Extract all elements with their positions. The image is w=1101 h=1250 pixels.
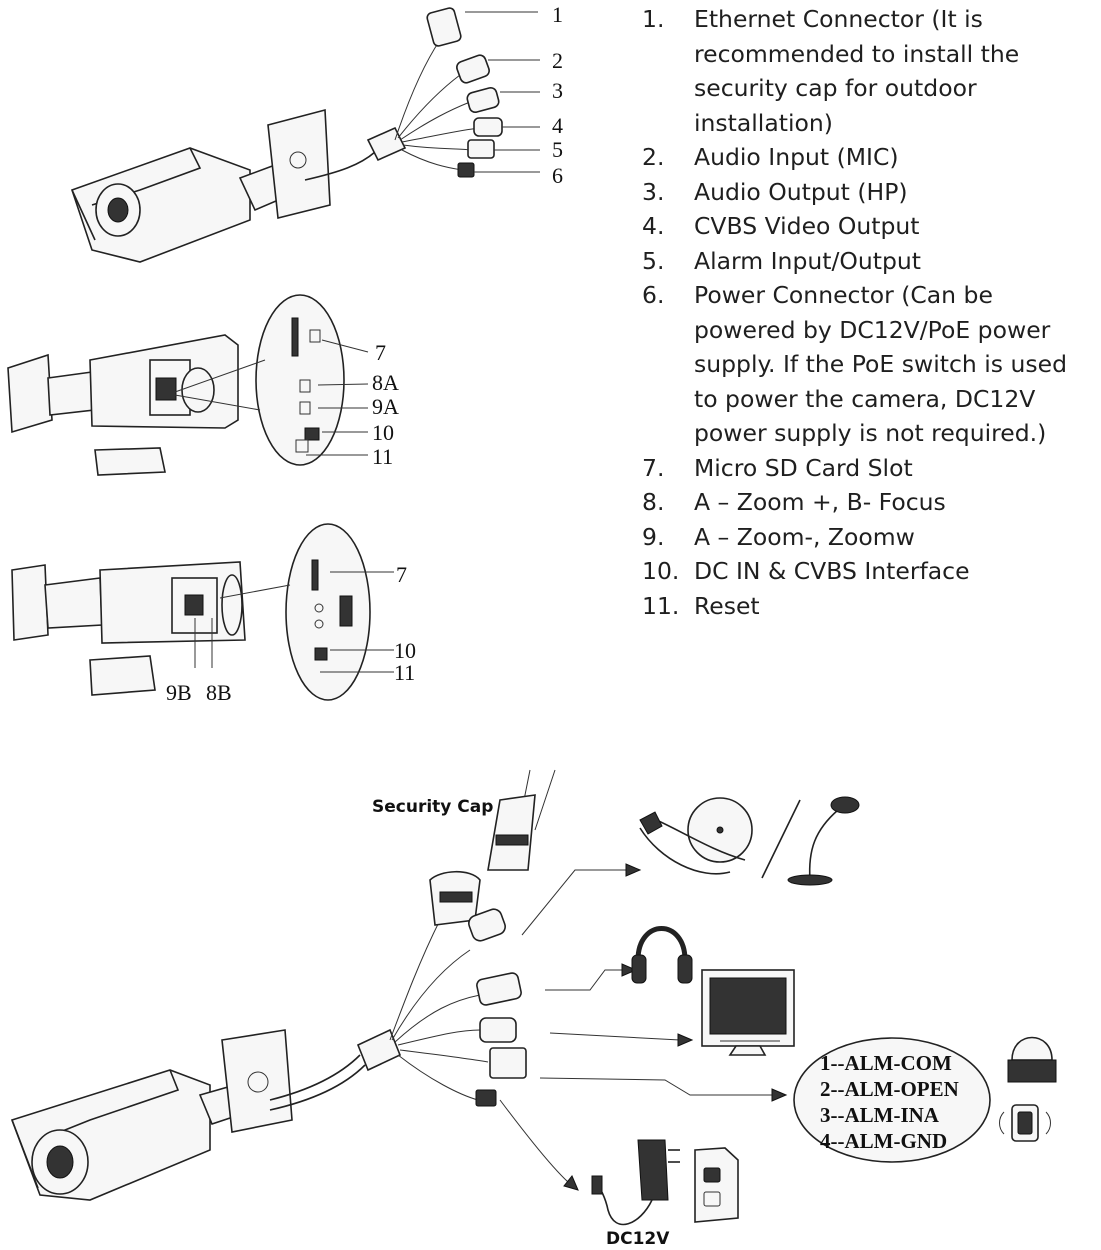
legend-number: 9. xyxy=(642,522,665,551)
legend-text: Alarm Input/Output xyxy=(694,246,922,275)
callout-7-b: 7 xyxy=(396,562,407,587)
legend-text: Audio Input (MIC) xyxy=(694,143,899,171)
callout-4: 4 xyxy=(552,113,563,138)
siren-icon xyxy=(1007,1036,1057,1083)
wiring-diagram: Security Cap xyxy=(10,769,1057,1249)
alarm-pin-3: 3--ALM-INA xyxy=(820,1103,940,1127)
legend-number: 4. xyxy=(642,212,665,240)
callout-5: 5 xyxy=(552,137,563,162)
alarm-pin-2: 2--ALM-OPEN xyxy=(820,1077,959,1101)
callout-11-a: 11 xyxy=(372,444,393,469)
legend-text: Reset xyxy=(694,591,760,620)
legend-text: CVBS Video Output xyxy=(694,212,920,240)
legend-item-10: 10. DC IN & CVBS Interface xyxy=(642,554,1097,589)
legend-text: DC IN & CVBS Interface xyxy=(694,557,970,585)
legend-item-4: 4. CVBS Video Output xyxy=(642,209,1097,244)
callout-1: 1 xyxy=(552,2,563,27)
wall-outlet-icon xyxy=(694,1147,739,1223)
legend-item-9: 9. A – Zoom-, Zoomw xyxy=(642,520,1097,555)
callout-3: 3 xyxy=(552,78,563,103)
legend-item-5: 5. Alarm Input/Output xyxy=(642,244,1097,279)
legend-item-3: 3. Audio Output (HP) xyxy=(642,175,1097,210)
legend-text: A – Zoom +, B- Focus xyxy=(694,488,946,516)
headphones-icon xyxy=(631,926,693,984)
callout-10-a: 10 xyxy=(372,420,394,445)
alarm-pin-4: 4--ALM-GND xyxy=(820,1129,947,1153)
callout-6: 6 xyxy=(552,163,563,188)
callout-7-a: 7 xyxy=(375,340,386,365)
callout-9a: 9A xyxy=(372,394,399,419)
legend-text: Audio Output (HP) xyxy=(694,177,908,206)
callout-10-b: 10 xyxy=(394,638,416,663)
camera-side-view-a: 7 8A 9A 10 11 xyxy=(7,294,399,476)
legend-number: 5. xyxy=(642,246,665,275)
legend-item-8: 8. A – Zoom +, B- Focus xyxy=(642,485,1097,520)
legend-item-1: 1. Ethernet Connector (It is recommended … xyxy=(642,2,1097,140)
callout-2: 2 xyxy=(552,48,563,73)
legend-text: Power Connector (Can be powered by DC12V… xyxy=(694,281,1067,447)
legend-item-2: 2. Audio Input (MIC) xyxy=(642,140,1097,175)
callout-8a: 8A xyxy=(372,370,399,395)
legend-text: Micro SD Card Slot xyxy=(694,453,913,482)
legend-number: 6. xyxy=(642,281,665,309)
security-cap-label: Security Cap xyxy=(372,797,493,817)
legend-number: 1. xyxy=(642,5,665,33)
legend-number: 2. xyxy=(642,143,665,171)
callout-9b: 9B xyxy=(166,680,192,705)
sensor-icon xyxy=(999,1104,1051,1142)
legend-number: 11. xyxy=(642,591,680,620)
callout-11-b: 11 xyxy=(394,660,415,685)
legend-item-6: 6. Power Connector (Can be powered by DC1… xyxy=(642,278,1097,451)
legend-number: 10. xyxy=(642,557,680,585)
legend-item-11: 11. Reset xyxy=(642,589,1097,624)
legend-number: 7. xyxy=(642,453,665,482)
callout-8b: 8B xyxy=(206,680,232,705)
alarm-pin-1: 1--ALM-COM xyxy=(820,1051,952,1075)
monitor-icon xyxy=(701,969,795,1056)
legend-item-7: 7. Micro SD Card Slot xyxy=(642,451,1097,486)
component-legend: 1. Ethernet Connector (It is recommended … xyxy=(642,2,1097,623)
camera-overview-illustration: 1 2 3 4 5 6 xyxy=(70,2,563,263)
legend-number: 3. xyxy=(642,177,665,206)
microphone-icon xyxy=(639,796,860,886)
power-adapter-icon: DC12V xyxy=(591,1139,680,1249)
legend-number: 8. xyxy=(642,488,665,516)
legend-text: Ethernet Connector (It is recommended to… xyxy=(694,5,1020,137)
dc12v-label: DC12V xyxy=(606,1229,670,1249)
legend-text: A – Zoom-, Zoomw xyxy=(694,522,915,551)
camera-side-view-b: 9B 8B 7 10 11 xyxy=(11,523,416,705)
